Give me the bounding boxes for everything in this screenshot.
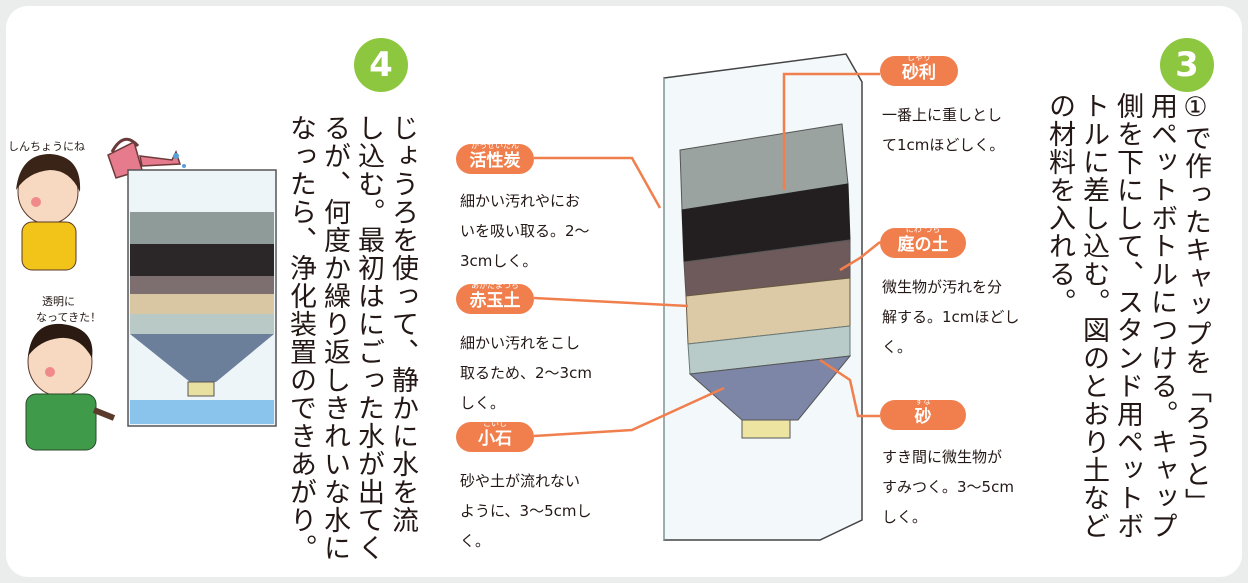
- desc-line: 解する。1cmほどし: [882, 308, 1020, 326]
- pouring-illustration: [16, 137, 277, 451]
- step-4-line: るが、何度か繰り返しきれいな水に: [319, 114, 350, 562]
- step-3-line: 側を下にして、スタンド用ペットボ: [1112, 92, 1143, 540]
- girl-illustration: [16, 154, 81, 271]
- desc-suna: すき間に微生物が すみつく。3～5cm しく。: [882, 442, 1014, 532]
- desc-line: 3cmしく。: [460, 252, 538, 270]
- boy-illustration: [25, 323, 116, 451]
- step-4-line: し込む。最初はにごった水が出てく: [353, 114, 384, 562]
- boy-speech-line2: なってきた！: [36, 311, 102, 324]
- desc-line: いを吸い取る。2～: [460, 222, 590, 240]
- desc-line: 微生物が汚れを分: [882, 278, 1003, 296]
- desc-line: 細かい汚れやにお: [460, 192, 581, 210]
- step-4-number-badge: 4: [354, 38, 408, 92]
- tag-suna-ruby: すな: [915, 397, 931, 406]
- tag-koishi-label: 小石: [478, 429, 512, 449]
- desc-line: すみつく。3～5cm: [882, 478, 1014, 496]
- girl-speech: しんちょうにね: [8, 140, 85, 153]
- step-3-number-badge: 3: [1160, 38, 1214, 92]
- desc-line: しく。: [460, 394, 506, 412]
- desc-line: 一番上に重しとし: [882, 106, 1003, 124]
- step-3-line: の材料を入れる。: [1044, 92, 1075, 316]
- desc-kasseitan: 細かい汚れやにお いを吸い取る。2～ 3cmしく。: [460, 186, 590, 276]
- desc-line: く。: [882, 338, 913, 356]
- tag-akadamatsuchi-ruby: あかだまつち: [471, 281, 519, 290]
- desc-akadamatsuchi: 細かい汚れをこし 取るため、2～3cm しく。: [460, 328, 592, 418]
- tag-koishi: こいし 小石: [456, 419, 534, 452]
- desc-line: 細かい汚れをこし: [460, 334, 581, 352]
- step-3-text: ①で作ったキャップを「ろうと」 用ペットボトルにつける。キャップ 側を下にして、…: [1042, 92, 1212, 562]
- tag-kasseitan-label: 活性炭: [469, 151, 521, 171]
- desc-line: 砂や土が流れない: [460, 472, 581, 490]
- tag-niwanotsuchi-label: 庭の土: [897, 235, 949, 255]
- step-3-line: トルに差し込む。図のとおり土など: [1078, 92, 1109, 540]
- tag-suna: すな 砂: [880, 397, 966, 430]
- step-4-line: なったら、浄化装置のできあがり。: [285, 114, 316, 562]
- tag-jari-label: 砂利: [902, 63, 936, 83]
- desc-koishi: 砂や土が流れない ように、3～5cmし く。: [460, 466, 592, 556]
- desc-line: しく。: [882, 508, 928, 526]
- step-3-line: ①で作ったキャップを「ろうと」: [1180, 92, 1211, 516]
- desc-line: ように、3～5cmし: [460, 502, 592, 520]
- step-4-text: じょうろを使って、静かに水を流 し込む。最初はにごった水が出てく るが、何度か繰…: [283, 114, 419, 562]
- tag-akadamatsuchi: あかだまつち 赤玉土: [456, 281, 534, 314]
- tag-niwanotsuchi-ruby: にわ つち: [905, 225, 941, 234]
- step-3-line: 用ペットボトルにつける。キャップ: [1146, 92, 1177, 540]
- desc-line: て1cmほどしく。: [882, 136, 1005, 154]
- desc-jari: 一番上に重しとし て1cmほどしく。: [882, 100, 1004, 160]
- tag-koishi-ruby: こいし: [483, 419, 507, 428]
- tag-jari-ruby: じゃり: [907, 53, 931, 62]
- boy-speech-line1: 透明に: [42, 295, 75, 308]
- desc-line: すき間に微生物が: [882, 448, 1003, 466]
- step-4-line: じょうろを使って、静かに水を流: [387, 114, 418, 534]
- desc-line: 取るため、2～3cm: [460, 364, 592, 382]
- tag-akadamatsuchi-label: 赤玉土: [469, 291, 521, 311]
- tag-jari: じゃり 砂利: [880, 53, 958, 86]
- desc-niwanotsuchi: 微生物が汚れを分 解する。1cmほどし く。: [882, 272, 1019, 362]
- desc-line: く。: [460, 532, 491, 550]
- tag-kasseitan: かっせいたん 活性炭: [456, 141, 534, 174]
- tag-kasseitan-ruby: かっせいたん: [471, 141, 519, 150]
- tag-suna-label: 砂: [914, 407, 932, 427]
- filter-bottle-small: [127, 169, 277, 427]
- tag-niwanotsuchi: にわ つち 庭の土: [880, 225, 966, 258]
